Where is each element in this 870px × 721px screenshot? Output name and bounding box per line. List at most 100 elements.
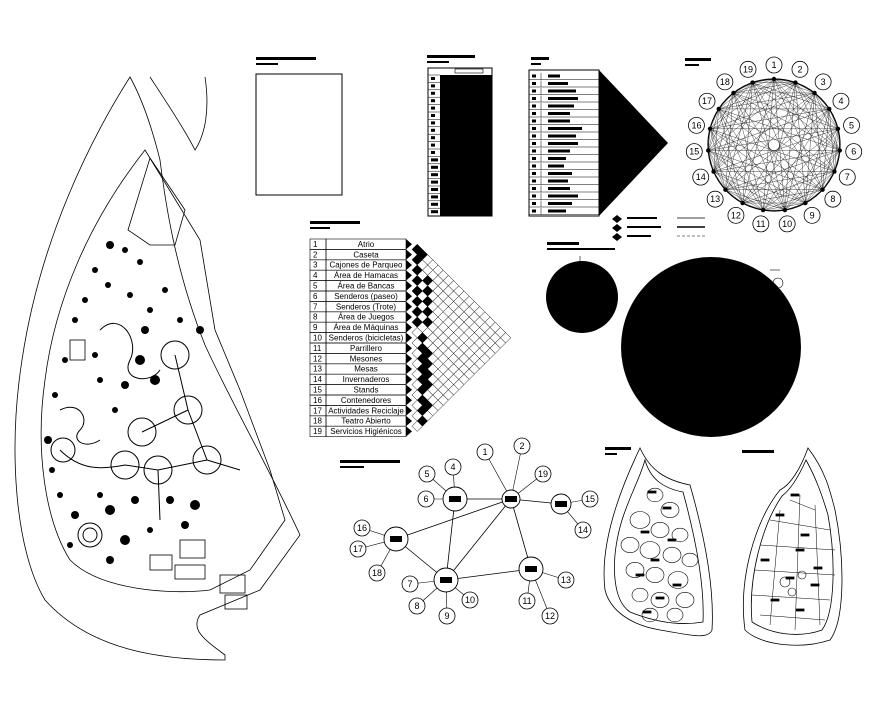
web-link xyxy=(773,78,796,83)
network-node-circle xyxy=(444,458,462,476)
plan-zone-divider xyxy=(814,504,821,626)
plan-zone-label xyxy=(800,533,810,537)
network-hubs xyxy=(383,486,572,593)
matrix-row-number: 18 xyxy=(313,417,322,426)
arrow-table-row-label xyxy=(548,202,572,205)
plan-zone-cell xyxy=(650,592,670,608)
web-link xyxy=(713,150,840,172)
web-link xyxy=(733,92,840,151)
web-anchor xyxy=(771,76,777,82)
matrix-row-label: Mesones xyxy=(350,354,382,363)
plan-zone-divider xyxy=(759,614,826,621)
network-link xyxy=(445,568,532,581)
web-link xyxy=(773,78,823,190)
arrow-table-row-number xyxy=(532,149,536,153)
network-node-circle xyxy=(461,591,479,609)
matrix-row-arrow xyxy=(406,415,412,427)
plan-zone-label xyxy=(642,610,652,614)
matrix-row-arrow xyxy=(406,301,412,312)
web-link xyxy=(773,78,815,94)
network-node-label: 14 xyxy=(578,525,588,535)
web-link xyxy=(814,92,839,129)
matrix-row-label: Senderos (paseo) xyxy=(334,292,398,301)
web-link xyxy=(742,202,764,211)
arrow-table-row-label xyxy=(548,142,578,145)
plan-zone-label xyxy=(655,596,665,600)
web-link xyxy=(725,82,796,190)
web-link xyxy=(708,150,785,211)
web-link xyxy=(733,82,753,94)
network-node-circle xyxy=(541,607,559,625)
plan-zone-label xyxy=(785,576,795,580)
plan-zone-label xyxy=(640,530,650,534)
network-node-circle xyxy=(557,571,575,589)
web-node-circle xyxy=(814,73,832,91)
matrix-row-arrow xyxy=(406,239,412,250)
plan-zone-label xyxy=(635,573,645,577)
web-node-circle xyxy=(716,73,734,91)
web-anchor xyxy=(716,106,721,112)
web-link xyxy=(709,82,753,129)
dark-table-row-marker xyxy=(431,77,435,80)
web-link xyxy=(763,202,806,211)
plan-zone-cell xyxy=(650,522,670,538)
plan-zone-label xyxy=(650,558,660,562)
arrow-table xyxy=(528,57,668,217)
web-link xyxy=(742,189,823,204)
zoning-plan-2 xyxy=(742,447,843,646)
web-link xyxy=(718,82,796,110)
plan-zone-label xyxy=(813,566,823,570)
web-anchor xyxy=(837,148,842,153)
arrow-table-row-number xyxy=(532,179,536,183)
web-link xyxy=(784,150,840,211)
arrow-table-row-number xyxy=(532,164,536,168)
matrix-row-arrow xyxy=(406,311,412,323)
plan-zone-cell xyxy=(660,502,680,518)
web-anchor xyxy=(793,80,798,85)
arrow-table-row-number xyxy=(532,202,536,205)
plan-zone-node xyxy=(787,587,797,597)
matrix-row-label: Área de Máquinas xyxy=(334,323,399,332)
arrow-table-row-number xyxy=(532,89,536,93)
web-link xyxy=(752,78,775,83)
web-anchor xyxy=(760,207,766,213)
web-link xyxy=(718,108,743,204)
matrix-row-arrow xyxy=(406,353,412,364)
plan-zone-divider xyxy=(794,494,801,631)
plan-zone-label xyxy=(810,583,820,587)
web-link xyxy=(718,108,786,211)
web-node-circle xyxy=(727,206,745,224)
matrix-row-arrow xyxy=(406,343,412,354)
web-link xyxy=(805,92,815,204)
dark-table-row-marker xyxy=(431,202,438,206)
matrix-row-number: 13 xyxy=(313,365,322,374)
web-link xyxy=(708,150,726,190)
web-link xyxy=(709,108,830,129)
web-node-circle xyxy=(706,190,724,208)
network-node-circle xyxy=(418,465,436,483)
web-anchor xyxy=(812,90,817,96)
web-node-label: 16 xyxy=(691,120,701,130)
arrow-table-row-label xyxy=(548,194,578,198)
web-node-label: 3 xyxy=(821,77,826,87)
dark-table-row-marker xyxy=(431,84,435,88)
web-link xyxy=(742,108,830,204)
web-link xyxy=(805,189,823,204)
web-link xyxy=(742,78,775,204)
network-hub-label xyxy=(525,566,537,572)
matrix-row: 13 Mesas xyxy=(309,363,412,375)
matrix-cell xyxy=(411,420,423,432)
matrix-row-label: Mesas xyxy=(354,365,378,374)
arrow-table-row-number xyxy=(532,187,536,190)
web-link xyxy=(784,171,835,211)
matrix-row-label: Senderos (Trote) xyxy=(336,302,397,311)
web-link xyxy=(709,128,823,190)
web-link xyxy=(709,92,815,129)
